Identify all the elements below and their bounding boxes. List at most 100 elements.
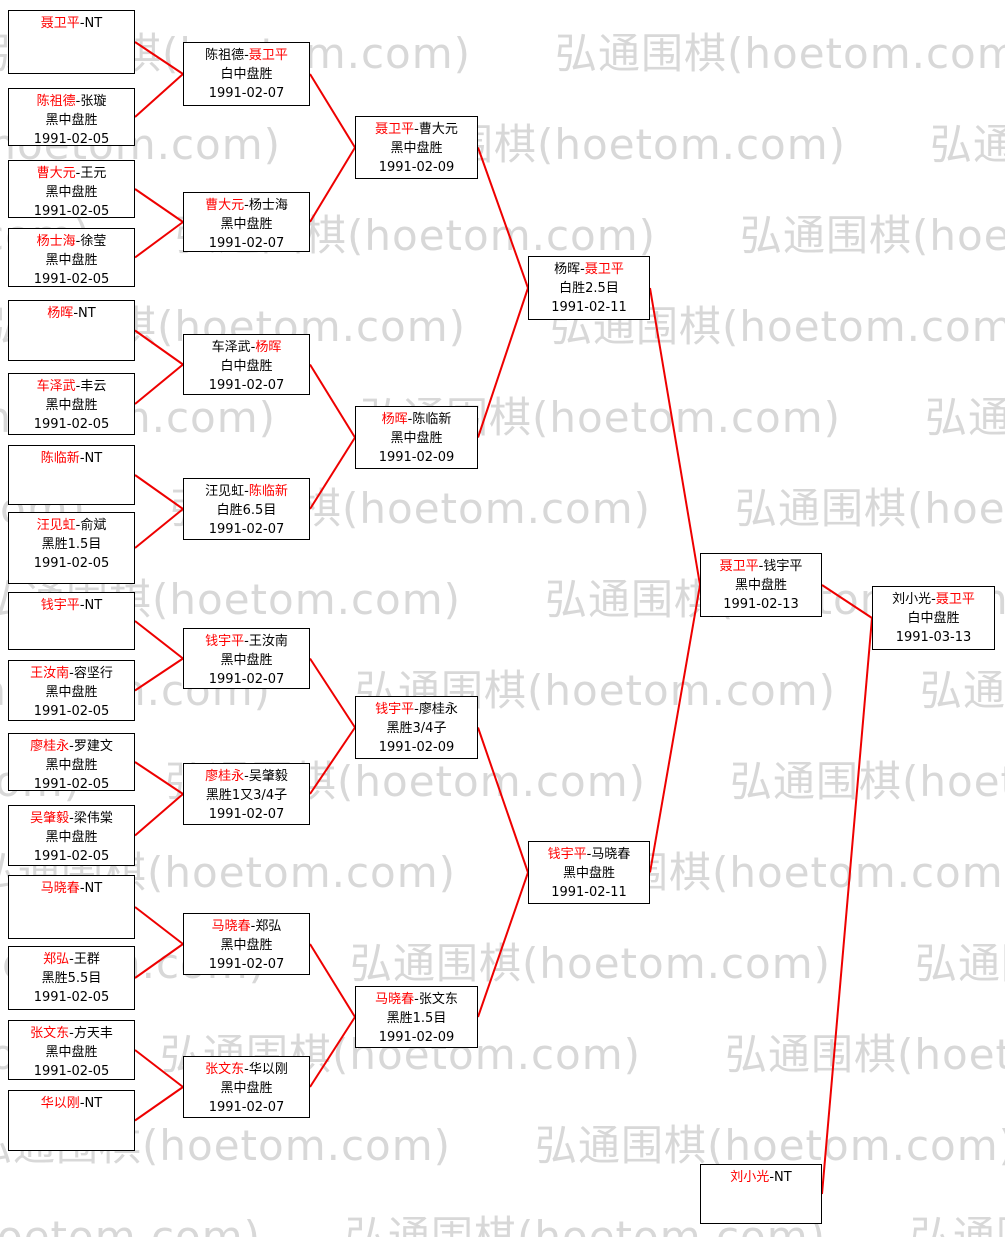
match-players: 车泽武-杨晖: [184, 338, 309, 357]
match-result: 黑胜1.5目: [386, 1011, 447, 1026]
name-separator: -: [79, 881, 85, 896]
name-separator: -: [769, 1170, 775, 1185]
match-box-r3-3: 钱宇平-廖桂永 黑胜3/4子 1991-02-09: [355, 696, 478, 759]
name-separator: -: [75, 234, 81, 249]
name-separator: -: [244, 48, 249, 63]
match-box-r1-5: 杨晖-NT: [8, 300, 135, 361]
name-separator: -: [758, 559, 764, 574]
player-name: 聂卫平: [719, 559, 759, 574]
watermark-text: 弘通围棋(hoetom.com): [730, 757, 1005, 806]
player-name: NT: [84, 598, 103, 613]
match-players: 钱宇平-NT: [9, 596, 134, 615]
player-name: NT: [84, 1096, 103, 1111]
match-result: 黑中盘胜: [390, 431, 443, 446]
bracket-connector-line: [477, 727, 529, 873]
match-date: 1991-02-05: [33, 417, 110, 432]
player-name: 钱宇平: [763, 559, 803, 574]
player-name: 罗建文: [73, 739, 113, 754]
name-separator: -: [244, 198, 249, 213]
match-result: 白中盘胜: [907, 611, 960, 626]
bracket-connector-line: [134, 363, 184, 405]
match-players: 钱宇平-王汝南: [184, 632, 309, 651]
match-box-r1-6: 车泽武-丰云 黑中盘胜 1991-02-05: [8, 373, 135, 435]
watermark-text: 弘通围棋(hoetom.com): [910, 1212, 1005, 1237]
player-name: 聂卫平: [935, 592, 975, 607]
player-name: NT: [84, 881, 103, 896]
match-players: 陈祖德-张璇: [9, 92, 134, 111]
player-name: 张文东: [30, 1026, 70, 1041]
match-box-r2-5: 钱宇平-王汝南 黑中盘胜 1991-02-07: [183, 628, 310, 689]
player-name: 陈祖德: [36, 94, 76, 109]
match-result: 黑中盘胜: [45, 113, 98, 128]
match-box-r2-3: 车泽武-杨晖 白中盘胜 1991-02-07: [183, 334, 310, 395]
match-box-r1-9: 钱宇平-NT: [8, 592, 135, 650]
match-result: 黑中盘胜: [220, 217, 273, 232]
name-separator: -: [75, 166, 81, 181]
bracket-connector-line: [134, 41, 184, 75]
match-date: 1991-02-05: [33, 556, 110, 571]
match-box-final: 刘小光-聂卫平 白中盘胜 1991-03-13: [872, 586, 995, 650]
match-box-r1-2: 陈祖德-张璇 黑中盘胜 1991-02-05: [8, 88, 135, 147]
player-name: 俞斌: [80, 518, 107, 533]
match-result: 白中盘胜: [220, 67, 273, 82]
player-name: 王元: [80, 166, 107, 181]
match-date: 1991-02-07: [208, 957, 285, 972]
name-separator: -: [75, 518, 81, 533]
match-date: 1991-02-09: [378, 160, 455, 175]
bracket-connector-line: [309, 146, 356, 223]
match-players: 杨晖-陈临新: [356, 410, 477, 429]
match-result: 黑中盘胜: [220, 1081, 273, 1096]
player-name: 曹大元: [205, 198, 245, 213]
watermark-text: 弘通围棋(hoetom.com): [0, 1212, 262, 1237]
match-result: 黑中盘胜: [45, 253, 98, 268]
name-separator: -: [580, 262, 585, 277]
player-name: 丰云: [80, 379, 107, 394]
match-players: 汪见虹-俞斌: [9, 516, 134, 535]
match-box-r1-3: 曹大元-王元 黑中盘胜 1991-02-05: [8, 160, 135, 219]
player-name: 廖桂永: [418, 702, 458, 717]
match-result: 白胜6.5目: [216, 503, 277, 518]
player-name: 徐莹: [80, 234, 107, 249]
match-box-r1-14: 郑弘-王群 黑胜5.5目 1991-02-05: [8, 946, 135, 1010]
player-name: 廖桂永: [30, 739, 70, 754]
match-result: 黑中盘胜: [220, 653, 273, 668]
bracket-connector-line: [309, 657, 356, 729]
name-separator: -: [250, 340, 256, 355]
match-players: 吴肇毅-梁伟棠: [9, 809, 134, 828]
match-players: 曹大元-王元: [9, 164, 134, 183]
match-players: 马晓春-NT: [9, 879, 134, 898]
match-date: 1991-02-07: [208, 522, 285, 537]
match-box-r3-2: 杨晖-陈临新 黑中盘胜 1991-02-09: [355, 406, 478, 469]
player-name: 马晓春: [375, 992, 415, 1007]
match-players: 马晓春-郑弘: [184, 917, 309, 936]
match-date: 1991-02-05: [33, 1064, 110, 1079]
bracket-connector-line: [477, 287, 529, 438]
player-name: 张文东: [418, 992, 458, 1007]
match-box-r1-15: 张文东-方天丰 黑中盘胜 1991-02-05: [8, 1020, 135, 1080]
match-date: 1991-02-07: [208, 807, 285, 822]
match-players: 廖桂永-吴肇毅: [184, 767, 309, 786]
match-players: 张文东-华以刚: [184, 1060, 309, 1079]
match-players: 钱宇平-廖桂永: [356, 700, 477, 719]
name-separator: -: [79, 451, 85, 466]
player-name: 陈临新: [412, 412, 452, 427]
bracket-connector-line: [309, 73, 356, 149]
watermark-text: 弘通围棋(hoetom.com): [735, 484, 1005, 533]
player-name: 吴肇毅: [248, 769, 288, 784]
player-name: 马晓春: [40, 881, 80, 896]
match-result: 黑胜5.5目: [41, 971, 102, 986]
player-name: 刘小光: [730, 1170, 770, 1185]
player-name: 聂卫平: [40, 16, 80, 31]
match-result: 黑中盘胜: [45, 685, 98, 700]
match-players: 张文东-方天丰: [9, 1024, 134, 1043]
player-name: NT: [774, 1170, 792, 1185]
name-separator: -: [931, 592, 936, 607]
bracket-connector-line: [821, 584, 873, 619]
match-players: 汪见虹-陈临新: [184, 482, 309, 501]
name-separator: -: [75, 94, 81, 109]
match-players: 杨晖-聂卫平: [529, 260, 649, 279]
watermark-text: 弘通围棋(hoetom.com): [930, 120, 1005, 169]
player-name: 陈临新: [248, 484, 288, 499]
player-name: 华以刚: [40, 1096, 80, 1111]
